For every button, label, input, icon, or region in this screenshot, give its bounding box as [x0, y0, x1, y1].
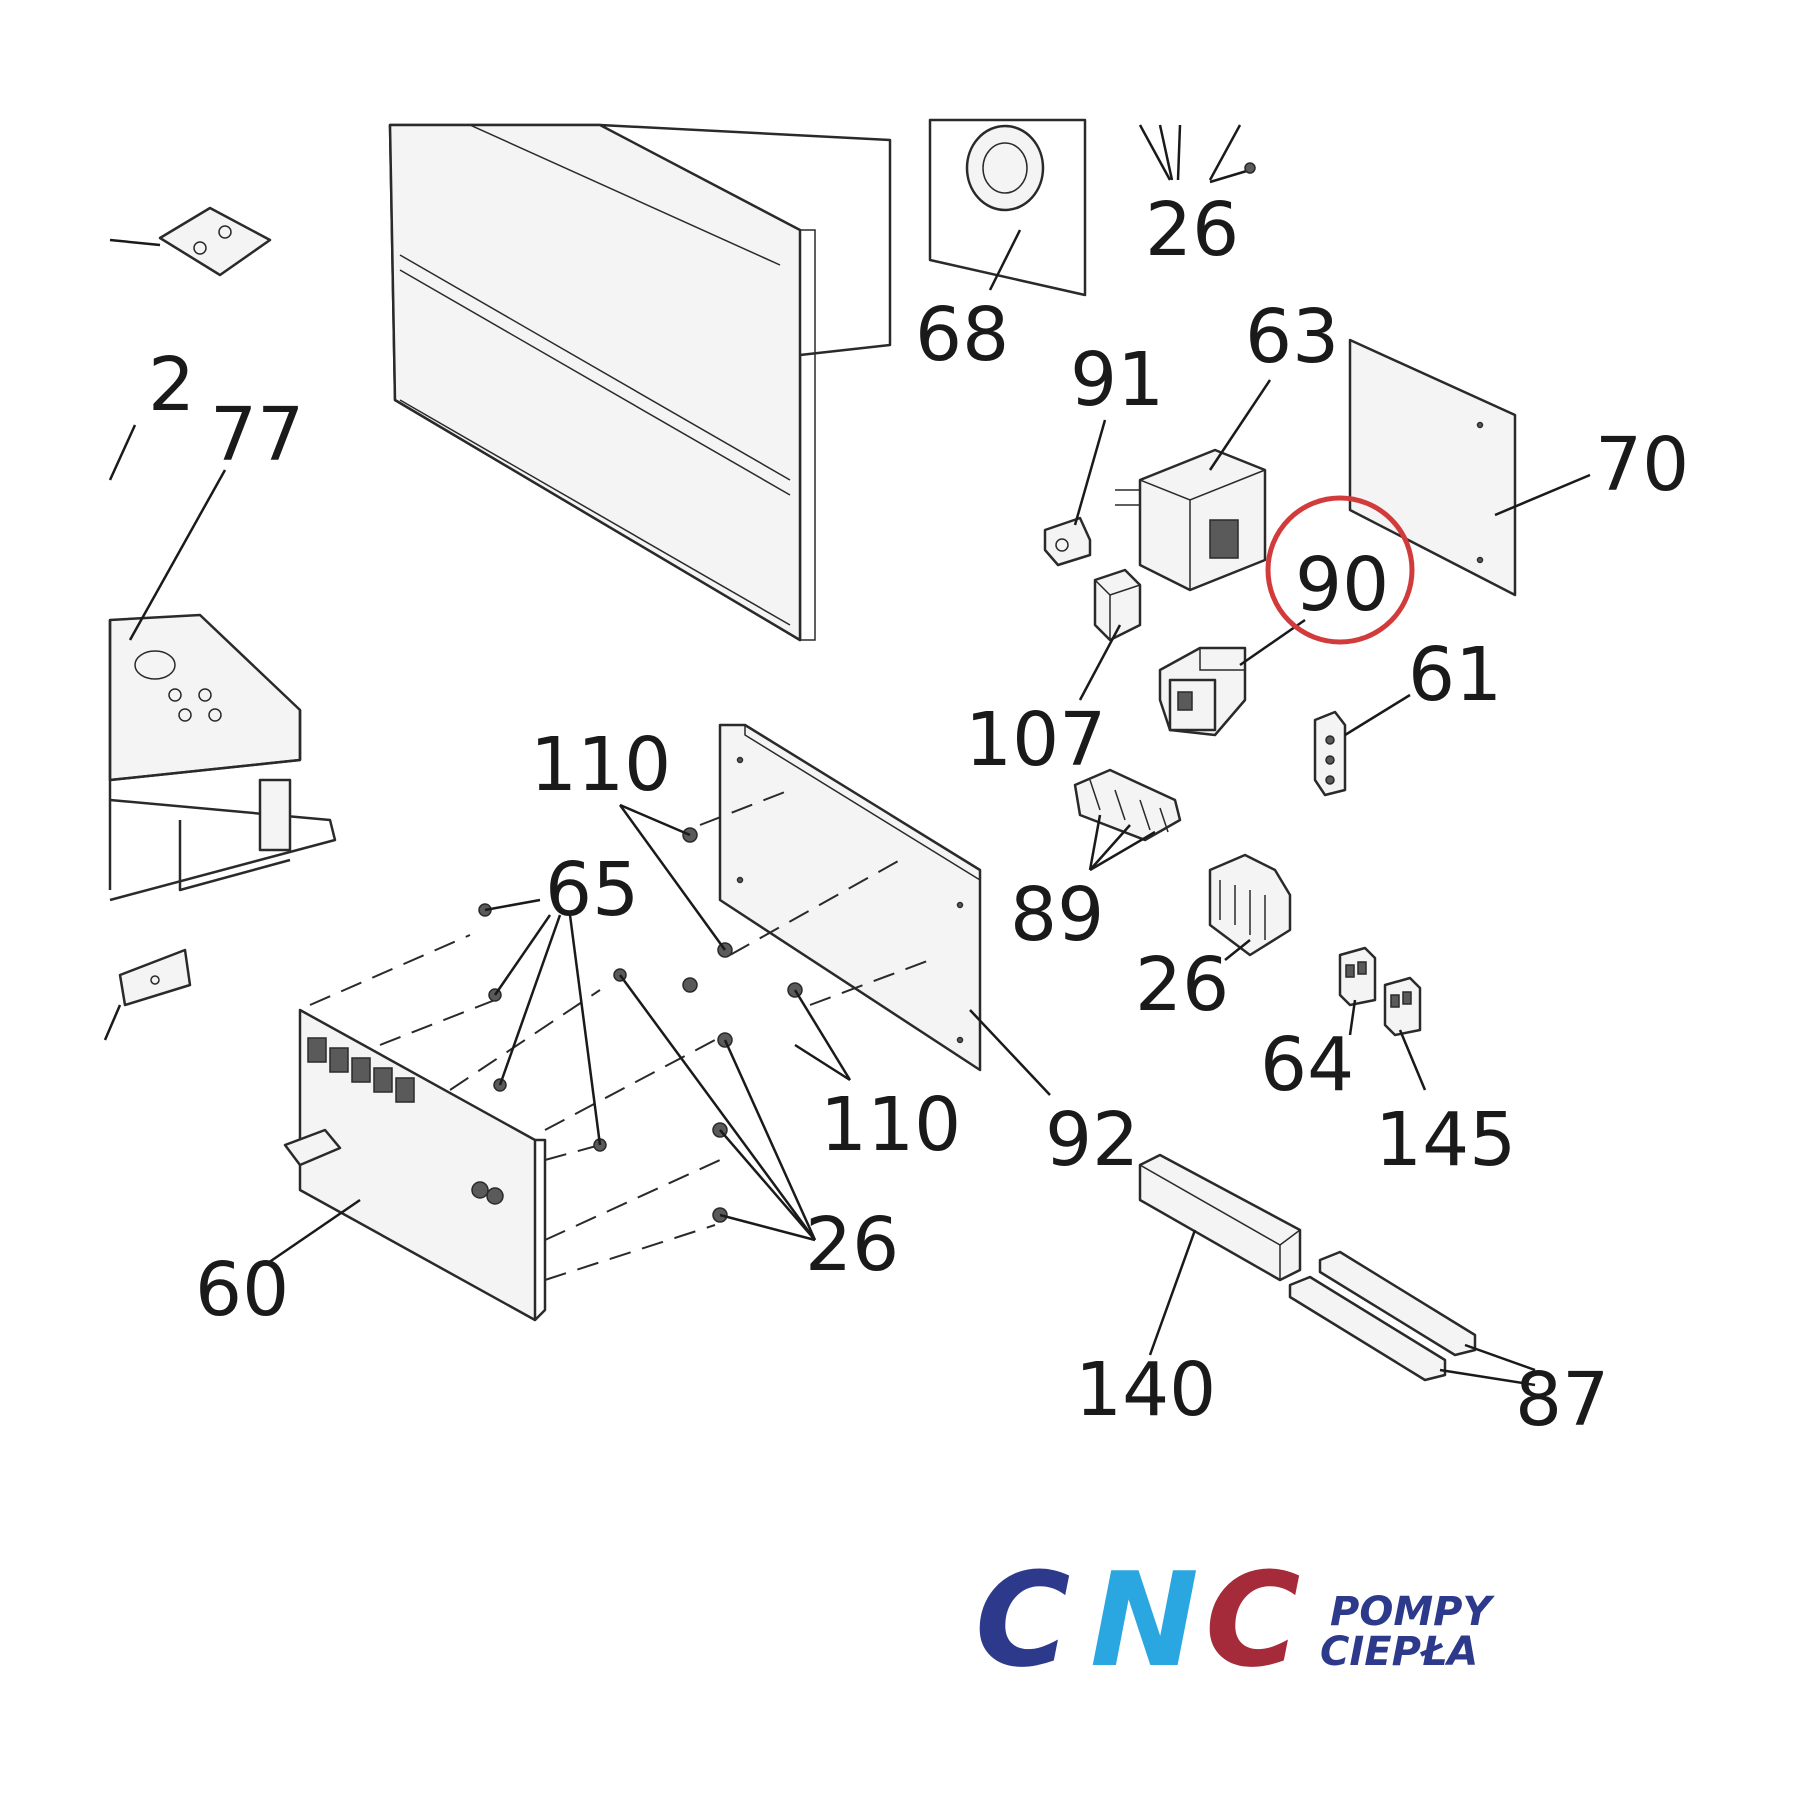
logo-brand-n: N — [1090, 1544, 1199, 1696]
callout-label: 26 — [805, 1202, 899, 1288]
callout-label: 89 — [1010, 872, 1104, 958]
part-140-bar — [1138, 1153, 1302, 1282]
part-107-relay — [1093, 568, 1142, 642]
connector-parts — [478, 827, 803, 1223]
part-70-panel — [1348, 338, 1517, 597]
cnc-logo: C N C POMPY CIEPŁA — [975, 1544, 1495, 1696]
part-92-mounting-plate — [699, 723, 982, 1072]
callout-label: 90 — [1295, 542, 1389, 628]
callout-label: 26 — [1135, 942, 1229, 1028]
callout-label: 61 — [1408, 632, 1502, 718]
callout-label: 63 — [1245, 294, 1339, 380]
part-90-contactor — [1158, 646, 1247, 737]
callout-label: 107 — [965, 697, 1106, 783]
part-91-connector — [1043, 516, 1092, 567]
callout-label: 145 — [1375, 1097, 1516, 1183]
callout-label: 2 — [148, 342, 195, 428]
part-63-transformer — [1115, 448, 1267, 592]
part-68-panel — [388, 118, 1087, 642]
callout-label: 65 — [545, 847, 639, 933]
callout-labels: 26 68 2 77 91 63 70 90 107 61 110 89 65 … — [148, 187, 1689, 1443]
part-2-bracket — [109, 206, 272, 277]
callout-label: 87 — [1515, 1357, 1609, 1443]
logo-brand-c2: C — [1205, 1544, 1300, 1696]
callout-label: 140 — [1075, 1347, 1216, 1433]
callout-label: 26 — [1145, 187, 1239, 273]
leader-lines — [108, 229, 1591, 1387]
part-145-block — [1383, 976, 1422, 1037]
callout-label: 77 — [210, 392, 304, 478]
callout-label: 64 — [1260, 1022, 1354, 1108]
callout-label: 91 — [1070, 337, 1164, 423]
highlight-ring-90 — [1265, 495, 1415, 645]
part-65-terminal-block — [1208, 853, 1292, 957]
callout-label: 60 — [195, 1247, 289, 1333]
part-26-top-wires — [1138, 124, 1256, 184]
callout-label: 68 — [915, 292, 1009, 378]
callout-label: 110 — [530, 722, 671, 808]
callout-label: 70 — [1595, 422, 1689, 508]
logo-line2: CIEPŁA — [1320, 1629, 1478, 1675]
callout-label: 92 — [1045, 1097, 1139, 1183]
part-61-terminal — [1313, 710, 1347, 797]
callout-label: 110 — [820, 1082, 961, 1168]
part-87-rails — [1288, 1250, 1477, 1382]
logo-line1: POMPY — [1330, 1589, 1495, 1635]
part-64-block — [1338, 946, 1377, 1007]
logo-brand-c1: C — [975, 1544, 1070, 1696]
part-77-base-unit — [103, 613, 337, 1041]
part-60-control-box — [283, 934, 721, 1322]
part-89-terminal-strip — [1073, 768, 1182, 842]
